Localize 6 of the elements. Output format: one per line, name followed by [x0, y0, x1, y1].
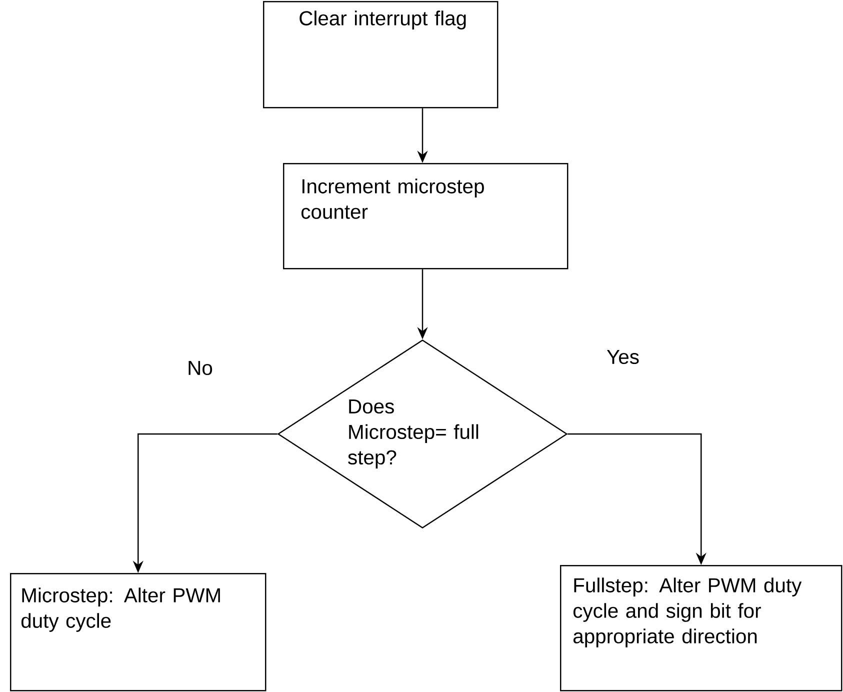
process-box: Fullstep: Alter PWM duty cycle and sign bit for appropriate direction — [560, 565, 842, 692]
edge-label: No — [188, 360, 212, 376]
edge-label: Yes — [606, 350, 639, 364]
process-box: Microstep: Alter PWM duty cycle — [10, 573, 266, 692]
process-box: Increment microstep counter — [283, 162, 568, 270]
process-box: Clear interrupt flag — [263, 1, 498, 108]
